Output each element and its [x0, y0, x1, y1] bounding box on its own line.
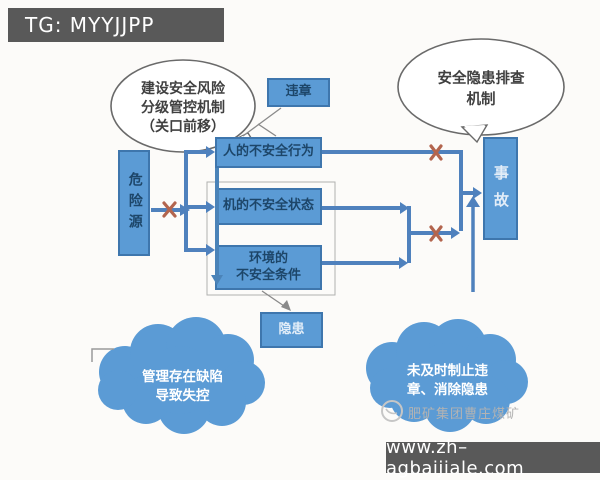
node-accident: 事故 [483, 137, 518, 240]
node-unsafe-behavior: 人的不安全行为 [215, 137, 322, 168]
unsafe-env-line1: 环境的 [248, 251, 288, 267]
bottom-banner-label: www.zh–agbaijiale.com [386, 436, 525, 479]
node-unsafe-machine: 机的不安全状态 [215, 188, 322, 225]
bubble-right-line1: 安全隐患排查 [437, 71, 525, 87]
cloud-left-line1: 管理存在缺陷 [142, 369, 223, 385]
cloud-left-line2: 导致失控 [155, 388, 210, 404]
bubble-left-line2: 分级管控机制 [141, 100, 225, 116]
bottom-right-banner: www.zh–agbaijiale.com [386, 437, 600, 479]
watermark-text: 肥矿集团曹庄煤矿 [408, 407, 521, 422]
bubble-left-text: 建设安全风险 分级管控机制 （关口前移） [118, 80, 248, 137]
bubble-left-line3: （关口前移） [141, 119, 225, 135]
unsafe-env-line2: 不安全条件 [235, 267, 301, 283]
bubble-right-line2: 机制 [466, 92, 496, 108]
node-hazard-source: 危险源 [118, 150, 150, 256]
logo-circle-icon [381, 400, 403, 422]
node-hidden-danger: 隐患 [260, 312, 323, 348]
top-banner-label: TG: MYYJJPP [25, 13, 155, 37]
node-unsafe-environment: 环境的 不安全条件 [215, 245, 322, 290]
node-violation: 违章 [267, 78, 330, 107]
callout-bracket [91, 348, 114, 362]
cloud-bottom-right [366, 319, 528, 432]
bubble-right-text: 安全隐患排查 机制 [410, 69, 552, 111]
cloud-right-text: 未及时制止违 章、消除隐患 [375, 362, 520, 400]
speech-bubble-right [397, 38, 565, 144]
cloud-right-line2: 章、消除隐患 [407, 382, 488, 398]
top-left-banner: TG: MYYJJPP [8, 8, 224, 42]
bubble-left-line1: 建设安全风险 [141, 81, 225, 97]
cloud-bottom-left [98, 317, 265, 434]
cloud-left-text: 管理存在缺陷 导致失控 [110, 368, 255, 406]
cloud-right-line1: 未及时制止违 [407, 363, 488, 379]
